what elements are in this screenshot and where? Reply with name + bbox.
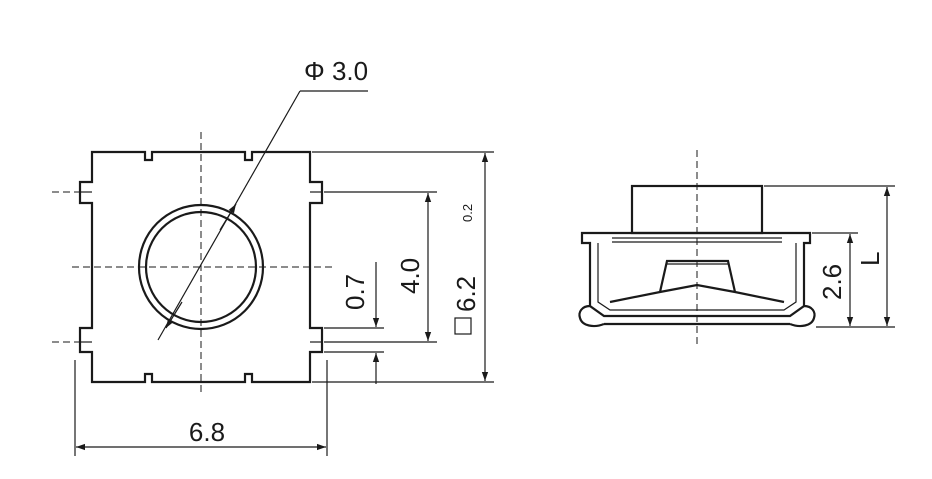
diameter-label: Φ 3.0 [304,56,368,86]
side-view: 2.6 L [578,150,895,345]
width-label: 6.8 [189,417,225,447]
square-symbol-icon [454,317,472,335]
housing-height-label: 2.6 [817,264,847,300]
body-label: 6.2 [451,276,481,312]
diameter-arrow [165,301,183,329]
housing-outline [580,231,812,318]
front-view: Φ 3.0 6.8 6.2 0.2 4.0 0.7 [52,56,494,456]
diameter-arrow [219,203,237,231]
left-terminal-foot [578,304,605,328]
right-terminal-foot [789,304,816,328]
body-tolerance-label: 0.2 [460,204,475,222]
pitch-label: 4.0 [395,258,425,294]
terminal-label: 0.7 [340,274,370,310]
total-height-label: L [855,252,885,266]
switch-body-outline [78,150,324,384]
